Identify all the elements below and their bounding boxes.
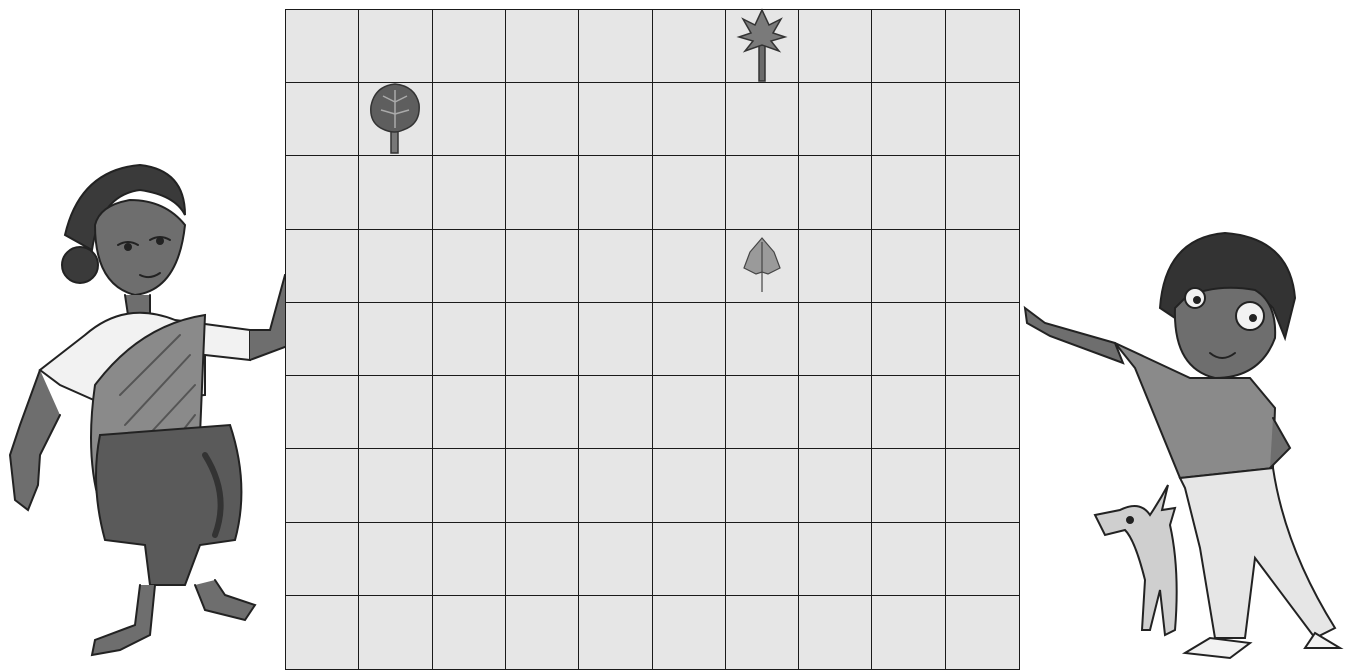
grid-cell (726, 230, 799, 303)
grid-cell (359, 449, 432, 522)
grid-cell (872, 523, 945, 596)
grid-cell (579, 10, 652, 83)
grid-cell (872, 596, 945, 669)
grid-cell (799, 449, 872, 522)
grid-cell (799, 523, 872, 596)
grid-cell (286, 10, 359, 83)
grid-cell (799, 230, 872, 303)
grid-cell (506, 449, 579, 522)
grid-cell (433, 10, 506, 83)
grid-cell (359, 10, 432, 83)
grid-cell (799, 376, 872, 449)
grid-cell (433, 83, 506, 156)
grid-cell (726, 449, 799, 522)
grid-cell (653, 10, 726, 83)
grid-cell (872, 376, 945, 449)
grid-cell (872, 303, 945, 376)
grid-cell (433, 156, 506, 229)
grid-cell (799, 10, 872, 83)
grid-cell (433, 230, 506, 303)
grid-cell (506, 230, 579, 303)
grid-cell (872, 83, 945, 156)
grid-cell (286, 303, 359, 376)
grid-cell (872, 449, 945, 522)
grid-cell (506, 83, 579, 156)
grid-cell (433, 303, 506, 376)
grid-cell (286, 376, 359, 449)
grid-cell (433, 376, 506, 449)
grid-cell (653, 83, 726, 156)
grid-cell (579, 156, 652, 229)
grid-cell (506, 10, 579, 83)
grid-cell (653, 376, 726, 449)
grid-cell (946, 376, 1019, 449)
grid-cell (286, 230, 359, 303)
grid-cell (946, 83, 1019, 156)
grid-cell (726, 83, 799, 156)
grid-cell (286, 523, 359, 596)
grid-cell (653, 156, 726, 229)
grid-cell (872, 230, 945, 303)
grid-cell (579, 523, 652, 596)
grid-cell (359, 83, 432, 156)
grid-cell (653, 596, 726, 669)
grid-cell (946, 303, 1019, 376)
grid-cell (579, 596, 652, 669)
grid-cell (799, 596, 872, 669)
grid-cell (946, 230, 1019, 303)
grid-cell (506, 376, 579, 449)
leaf-tree-icon (740, 234, 784, 298)
grid-cell (872, 10, 945, 83)
grid-cell (506, 156, 579, 229)
grid-cell (286, 449, 359, 522)
grid-cell (359, 156, 432, 229)
grid-cell (433, 523, 506, 596)
grid-cell (726, 156, 799, 229)
grid-cell (359, 230, 432, 303)
grid-cell (359, 376, 432, 449)
goat-illustration (1090, 480, 1200, 645)
grid-cell (653, 523, 726, 596)
grid-cell (653, 230, 726, 303)
grid-cell (946, 156, 1019, 229)
grid-cell (946, 449, 1019, 522)
grid-cell (579, 230, 652, 303)
grid-cell (726, 376, 799, 449)
grid-cell (359, 303, 432, 376)
grid-cell (506, 523, 579, 596)
grid-cell (286, 156, 359, 229)
grid-cell (726, 303, 799, 376)
grid-board (285, 9, 1020, 670)
grid-cell (579, 449, 652, 522)
grid-cell (726, 10, 799, 83)
grid-cell (433, 596, 506, 669)
grid-cell (579, 83, 652, 156)
grid-cell (946, 10, 1019, 83)
grid-cell (946, 596, 1019, 669)
grid-cell (433, 449, 506, 522)
grid-cell (653, 449, 726, 522)
grid-cell (506, 303, 579, 376)
grid-cell (726, 523, 799, 596)
grid-cell (359, 596, 432, 669)
grid-cell (359, 523, 432, 596)
grid-cell (799, 303, 872, 376)
grid-cell (653, 303, 726, 376)
grid-cell (872, 156, 945, 229)
grid-cell (286, 596, 359, 669)
palm-tree-icon (735, 5, 789, 87)
girl-illustration (0, 155, 290, 665)
grid-cell (579, 303, 652, 376)
round-tree-icon (365, 80, 425, 158)
grid-cell (726, 596, 799, 669)
grid-cell (579, 376, 652, 449)
grid-cell (946, 523, 1019, 596)
grid-cell (506, 596, 579, 669)
grid-cell (286, 83, 359, 156)
grid-cell (799, 83, 872, 156)
grid-cell (799, 156, 872, 229)
